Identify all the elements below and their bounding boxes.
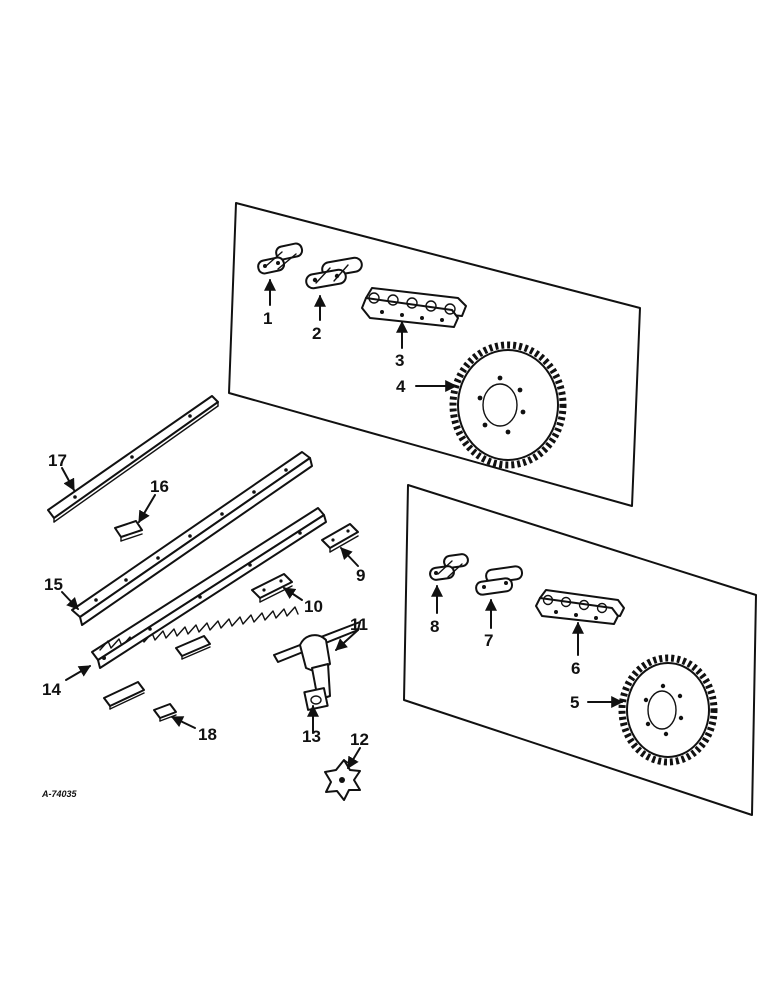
callout-18: 18: [198, 725, 217, 744]
callout-15: 15: [44, 575, 63, 594]
part-16-small-plate: [114, 520, 143, 542]
part-7-offset-link: [475, 565, 524, 596]
hold-down-clip: [175, 635, 211, 660]
callout-17: 17: [48, 451, 67, 470]
part-9-clip: [321, 523, 359, 553]
part-8-connector-link: [429, 553, 469, 581]
callout-11: 11: [350, 615, 368, 634]
callout-4: 4: [396, 377, 406, 396]
callout-16: 16: [150, 477, 169, 496]
callout-8: 8: [430, 617, 439, 636]
callout-13: 13: [302, 727, 321, 746]
callout-2: 2: [312, 324, 321, 343]
part-12-star-knob: [324, 759, 361, 801]
part-2-offset-link: [305, 256, 363, 290]
part-4-sprocket: [449, 341, 567, 469]
callout-3: 3: [395, 351, 404, 370]
callout-12: 12: [350, 730, 369, 749]
callout-14: 14: [42, 680, 61, 699]
part-6-roller-chain: [535, 589, 625, 625]
part-17-wear-strip: [47, 395, 219, 523]
hold-down-clip-lower: [103, 681, 145, 710]
callout-6: 6: [571, 659, 580, 678]
figure-reference-id: A-74035: [41, 789, 78, 799]
lower-parts-panel: [403, 484, 757, 816]
part-3-roller-chain: [361, 287, 467, 328]
part-5-sprocket: [618, 654, 718, 766]
callout-7: 7: [484, 631, 493, 650]
callout-9: 9: [356, 566, 365, 585]
part-1-connector-link: [257, 242, 304, 275]
upper-parts-panel: [228, 202, 641, 507]
part-18-small-clip: [153, 703, 177, 722]
part-10-clip: [251, 573, 293, 603]
part-13-knife-head: [273, 621, 361, 711]
callout-5: 5: [570, 693, 579, 712]
callout-10: 10: [304, 597, 323, 616]
part-14-serrated-knife: [91, 507, 327, 669]
callout-1: 1: [263, 309, 272, 328]
part-15-knife-bar: [71, 451, 313, 626]
